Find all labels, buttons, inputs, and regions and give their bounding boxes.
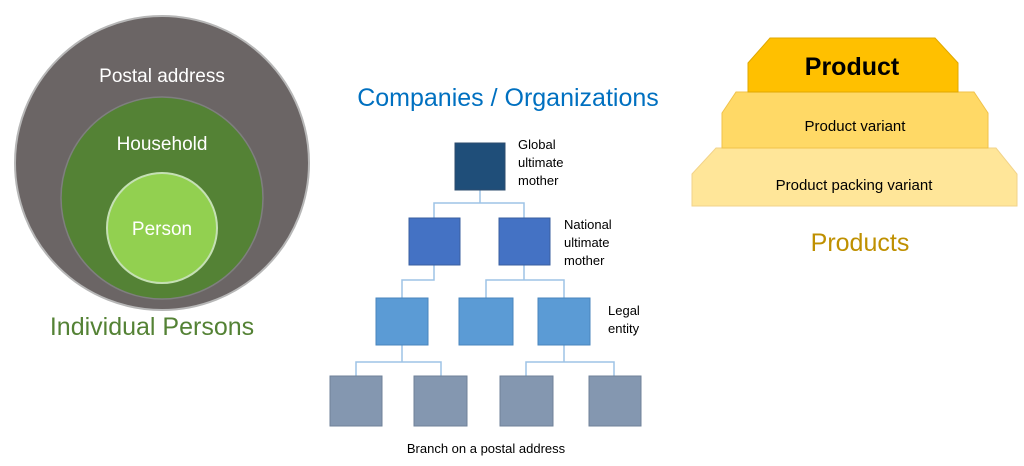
legal-entity-box xyxy=(375,297,429,346)
persons-diagram: Postal address Household Person Individu… xyxy=(14,15,310,341)
national-mother-box xyxy=(408,217,461,266)
product-label: Product xyxy=(805,53,900,81)
companies-diagram: Companies / Organizations Global ultimat… xyxy=(329,84,659,456)
person-circle xyxy=(106,172,218,284)
person-label: Person xyxy=(132,219,192,240)
branch-box xyxy=(588,375,642,427)
national-mother-box xyxy=(498,217,551,266)
branch-caption: Branch on a postal address xyxy=(407,441,566,456)
products-diagram: Product packing variant Product variant … xyxy=(691,37,1018,257)
legal-entity-box xyxy=(458,297,514,346)
product-packing-variant-layer xyxy=(691,147,1018,207)
product-variant-layer xyxy=(721,91,989,149)
legal-entity-label: Legal entity xyxy=(608,303,643,336)
product-packing-variant-label: Product packing variant xyxy=(776,177,934,194)
global-mother-box xyxy=(454,142,506,191)
global-mother-label: Global ultimate mother xyxy=(518,137,567,188)
persons-caption: Individual Persons xyxy=(50,313,254,341)
product-layer xyxy=(747,37,959,93)
household-label: Household xyxy=(117,134,208,155)
org-connectors xyxy=(355,190,615,376)
product-variant-label: Product variant xyxy=(805,118,907,135)
legal-entity-box xyxy=(537,297,591,346)
branch-box xyxy=(413,375,468,427)
branch-box xyxy=(499,375,554,427)
national-mother-label: National ultimate mother xyxy=(564,217,615,268)
branch-box xyxy=(329,375,383,427)
products-caption: Products xyxy=(811,229,910,257)
companies-title: Companies / Organizations xyxy=(357,84,659,112)
postal-address-label: Postal address xyxy=(99,66,225,87)
